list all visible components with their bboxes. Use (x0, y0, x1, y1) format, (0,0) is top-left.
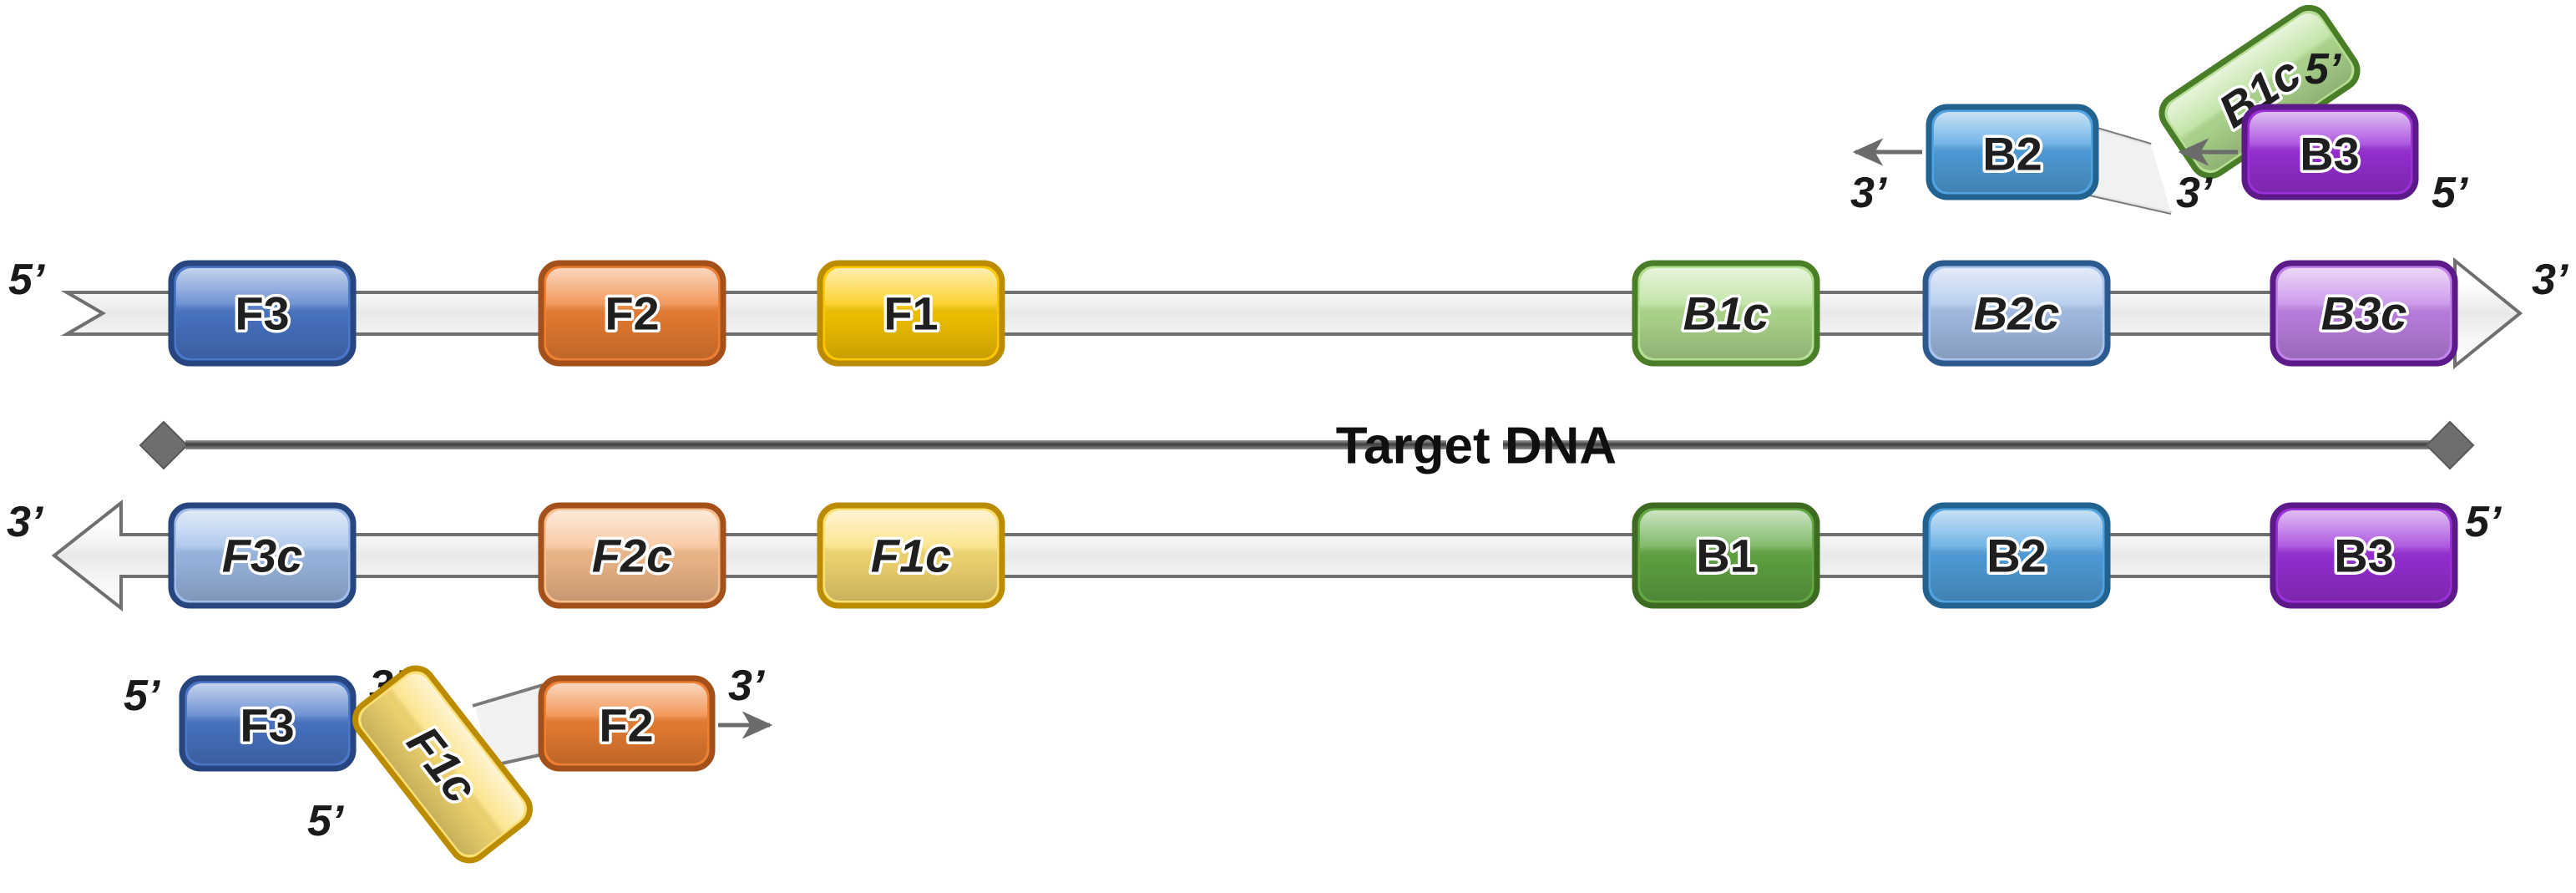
bottom-strand-label-f2c: F2c (592, 530, 673, 582)
bip-b3-label: B3 (2300, 128, 2360, 180)
top-strand-label-b3c: B3c (2321, 287, 2407, 340)
fip-f2-gloss (546, 683, 707, 764)
bip-b3-5prime-label: 5’ (2432, 169, 2469, 217)
bottom-strand-label-b1: B1 (1696, 530, 1756, 582)
top-strand-gloss-f2 (546, 268, 718, 358)
fip-f2-3prime-label: 3’ (728, 662, 766, 710)
top-strand-region-f1[interactable]: F1 (817, 260, 1005, 367)
fip-f2-label: F2 (599, 699, 653, 752)
fip-f1c-gloss (361, 673, 524, 855)
bottom-strand-gloss-b3 (2278, 510, 2450, 601)
top-strand-region-b1c[interactable]: B1c (1632, 260, 1820, 367)
bip-primer-complex: B2 3’ B1c 5’ B3 3’ 5’ (1850, 1, 2469, 217)
top-strand (60, 256, 2523, 370)
target-span-left-line (185, 440, 1446, 449)
bottom-strand-label-f3c: F3c (222, 530, 303, 582)
bottom-strand-region-f3c[interactable]: F3c (168, 502, 357, 609)
fip-part-f3[interactable]: F3 (179, 675, 357, 772)
top-strand-label-b2c: B2c (1974, 287, 2060, 340)
target-span-right-line (1503, 440, 2430, 449)
bottom-strand-gloss-b1 (1640, 510, 1812, 601)
top-strand-region-f3[interactable]: F3 (168, 260, 357, 367)
bip-b2-gloss (1934, 112, 2091, 192)
top-strand-5prime-label: 5’ (8, 256, 46, 304)
bottom-strand-gloss-f3c (176, 510, 348, 601)
bip-b3-gloss (2250, 112, 2411, 192)
top-strand-ribbon (60, 256, 2523, 370)
bottom-strand-5prime-label: 5’ (2465, 498, 2503, 546)
target-dna-label: Target DNA (1336, 418, 1617, 475)
bottom-strand-label-f1c: F1c (871, 530, 952, 582)
top-strand-region-b3c[interactable]: B3c (2270, 260, 2458, 367)
fip-primer-complex: F3 5’ 3’ F1c 5’ F2 3’ (124, 661, 773, 868)
bip-b1c-5prime-label: 5’ (2305, 45, 2342, 94)
fip-f3-5prime-label: 5’ (124, 672, 161, 720)
bip-part-b3[interactable]: B3 (2241, 104, 2419, 200)
target-span-left-diamond (139, 420, 189, 470)
bip-part-b1c[interactable]: B1c (2154, 1, 2364, 183)
top-strand-label-f3: F3 (235, 287, 289, 340)
bottom-strand-gloss-b2 (1931, 510, 2103, 601)
fip-f3-gloss (187, 683, 348, 764)
target-span-right-diamond (2425, 420, 2475, 470)
top-strand-gloss-b3c (2278, 268, 2450, 358)
top-strand-gloss-b1c (1640, 268, 1812, 358)
top-strand-region-f2[interactable]: F2 (538, 260, 726, 367)
b2-b1c-connector-fill (2086, 125, 2171, 213)
fip-part-f1c[interactable]: F1c (348, 661, 538, 868)
bottom-strand-gloss-f2c (546, 510, 718, 601)
top-strand-label-f2: F2 (605, 287, 659, 340)
bottom-strand-label-b2: B2 (1986, 530, 2047, 582)
top-strand-label-f1: F1 (883, 287, 938, 340)
bip-b2-label: B2 (1982, 128, 2042, 180)
top-strand-gloss-f1 (825, 268, 997, 358)
bottom-strand-region-b3[interactable]: B3 (2270, 502, 2458, 609)
bip-b2-3prime-label: 3’ (1850, 169, 1888, 217)
bip-part-b2[interactable]: B2 (1926, 104, 2099, 200)
top-strand-gloss-f3 (176, 268, 348, 358)
fip-f1c-5prime-label: 5’ (307, 797, 345, 845)
bottom-strand-gloss-f1c (825, 510, 997, 601)
bottom-strand-region-f2c[interactable]: F2c (538, 502, 726, 609)
top-strand-label-b1c: B1c (1683, 287, 1769, 340)
fip-part-f2[interactable]: F2 (538, 675, 716, 772)
top-strand-regions: F3 F2 F1 B1c B2c B3c (168, 260, 2458, 367)
bip-b3-3prime-label: 3’ (2176, 169, 2214, 217)
target-dna-span: Target DNA (139, 418, 2475, 475)
bottom-strand-label-b3: B3 (2334, 530, 2394, 582)
bottom-strand-region-f1c[interactable]: F1c (817, 502, 1005, 609)
f1c-f2-connector-top (472, 683, 544, 708)
top-strand-region-b2c[interactable]: B2c (1922, 260, 2111, 367)
top-strand-3prime-label: 3’ (2532, 256, 2569, 304)
bip-b1c-gloss (2167, 13, 2352, 170)
bottom-strand-3prime-label: 3’ (7, 498, 44, 546)
f1c-f2-connector-fill (476, 687, 541, 767)
bottom-strand-region-b1[interactable]: B1 (1632, 502, 1820, 609)
bottom-strand-regions: F3c F2c F1c B1 B2 B3 (168, 502, 2458, 609)
fip-f3-label: F3 (240, 699, 294, 752)
top-strand-gloss-b2c (1931, 268, 2103, 358)
bottom-strand-region-b2[interactable]: B2 (1922, 502, 2111, 609)
